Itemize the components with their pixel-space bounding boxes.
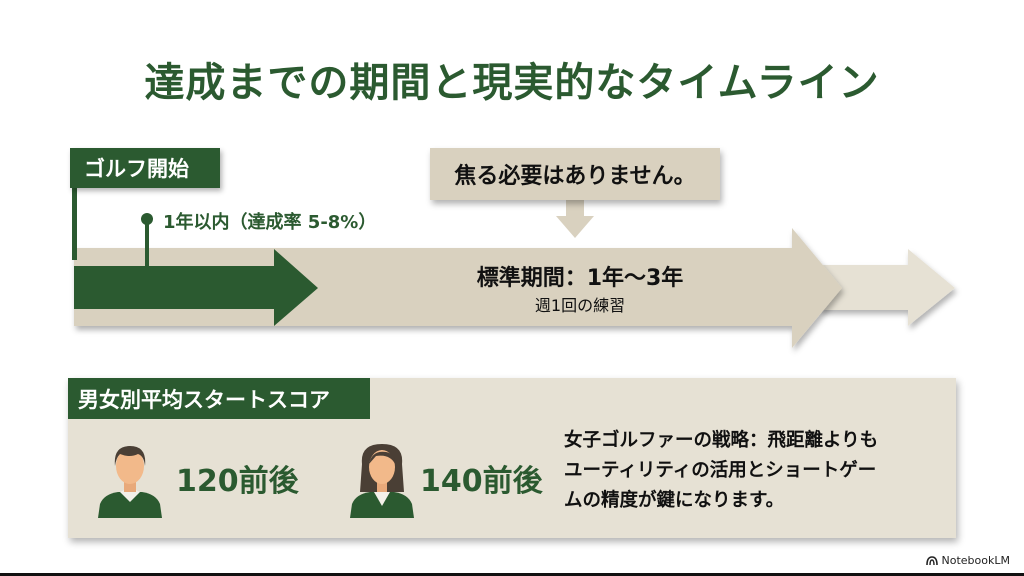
start-label: ゴルフ開始 — [70, 148, 220, 188]
standard-period-title: 標準期間：1年〜3年 — [476, 266, 684, 291]
female-person-icon — [350, 444, 414, 518]
milestone-stem — [145, 220, 149, 268]
future-arrow — [820, 249, 955, 326]
milestone-label: 1年以内（達成率 5-8%） — [163, 212, 377, 233]
strategy-text: 女子ゴルファーの戦略：飛距離よりも ユーティリティの活用とショートゲー ムの精度… — [564, 430, 879, 511]
slide-title: 達成までの期間と現実的なタイムライン — [144, 60, 880, 106]
scores-panel: 男女別平均スタートスコア 120前後 140前後 女子ゴルファーの戦略：飛距離よ… — [68, 378, 956, 538]
male-score: 120前後 — [176, 464, 299, 499]
first-year-arrow — [74, 249, 318, 326]
standard-period-subtitle: 週1回の練習 — [534, 296, 626, 315]
scores-header: 男女別平均スタートスコア — [68, 378, 370, 419]
start-marker-line — [72, 170, 77, 260]
callout-box: 焦る必要はありません。 — [430, 148, 720, 200]
callout-pointer — [556, 198, 594, 238]
female-score: 140前後 — [420, 464, 543, 499]
milestone-dot — [141, 213, 153, 225]
male-person-icon — [98, 446, 162, 518]
notebooklm-logo-icon — [925, 556, 938, 565]
standard-period-arrow — [74, 228, 842, 348]
notebooklm-branding: NotebookLM — [925, 554, 1010, 567]
